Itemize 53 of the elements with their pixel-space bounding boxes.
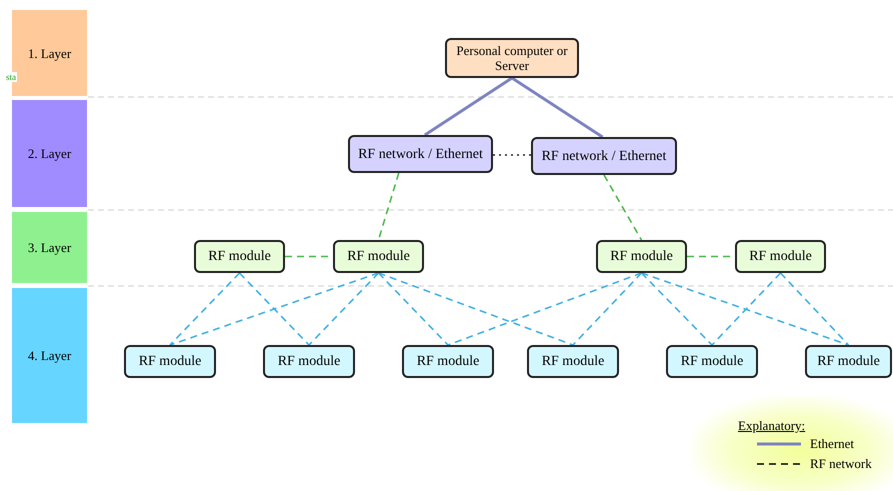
layer-label: 3. Layer (28, 240, 72, 255)
network-node-box (531, 137, 677, 175)
layer-band (12, 212, 87, 283)
network-node-box (348, 135, 493, 173)
node-label: RF module (749, 249, 812, 264)
network-node-box (402, 345, 494, 378)
network-node-box (527, 345, 619, 378)
connector-line (641, 272, 849, 346)
node-label: RF module (278, 354, 340, 369)
legend-label: Ethernet (810, 436, 854, 451)
network-node-box (596, 240, 687, 273)
layer-band (12, 100, 87, 207)
network-node-box (124, 345, 216, 378)
network-node-box (445, 38, 579, 78)
node-label: RF module (610, 249, 673, 264)
layer-label: 1. Layer (28, 46, 72, 60)
network-node-box (666, 345, 758, 378)
connector-line (308, 272, 380, 346)
network-node-box (735, 240, 826, 273)
connector-line (170, 272, 379, 346)
node-label: RF module (680, 354, 744, 369)
layer-label: 4. Layer (28, 348, 72, 363)
node-label: Personal computer or Server (455, 43, 569, 73)
node-label: RF module (347, 249, 410, 264)
connector-line (448, 272, 642, 346)
connector-line (493, 154, 531, 156)
network-node-box (263, 345, 355, 378)
stray-text: sta (5, 72, 17, 82)
layer-label: 2. Layer (28, 146, 72, 161)
legend-title: Explanatory: (738, 418, 806, 433)
network-node-box (194, 240, 285, 273)
connector-line (238, 272, 310, 346)
network-node-box (333, 240, 424, 273)
layer-band (12, 288, 87, 423)
connector-line (711, 272, 782, 346)
node-label: RF module (416, 354, 480, 369)
connector-line (378, 272, 449, 346)
node-label: RF module (138, 354, 202, 369)
connector-line (603, 174, 642, 240)
connector-line (780, 272, 850, 346)
connector-line (572, 272, 642, 346)
connector-line (378, 272, 574, 346)
node-label: RF module (817, 354, 880, 369)
connector-line (511, 76, 604, 138)
network-node-box (805, 345, 892, 378)
node-label: RF network / Ethernet (358, 146, 483, 162)
connector-line (640, 272, 713, 346)
node-label: RF module (542, 354, 604, 369)
connector-line (424, 76, 513, 136)
node-label: RF module (208, 249, 271, 264)
connector-line (169, 272, 240, 346)
legend-label: RF network (810, 456, 872, 471)
node-label: RF network / Ethernet (542, 148, 666, 164)
